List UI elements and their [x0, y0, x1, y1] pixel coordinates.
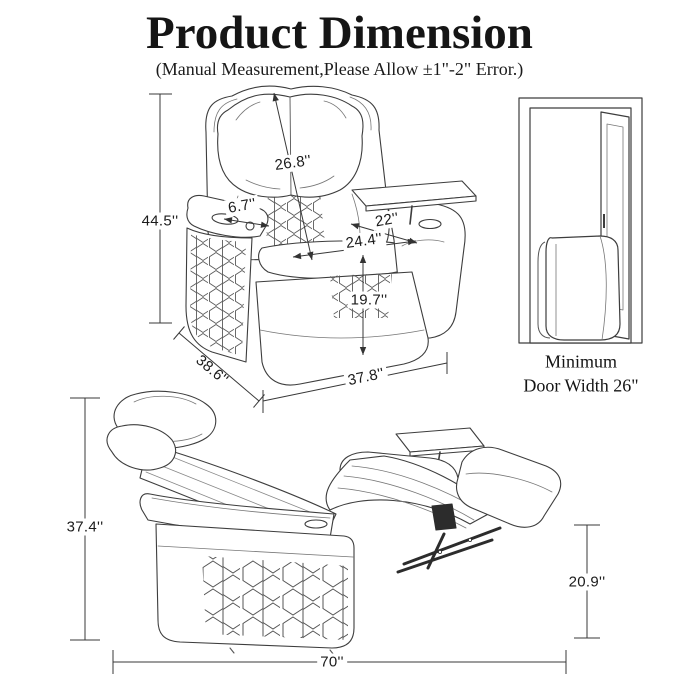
dim-back-height-arrow: [272, 92, 314, 261]
folded-chair: [545, 235, 621, 341]
dim-reclined-height-label: 37.4'': [63, 518, 107, 536]
upright-recliner-drawing: [185, 85, 477, 386]
dim-seat-front-height-label: 19.7'': [347, 291, 391, 309]
doorway-drawing: [518, 97, 643, 344]
page-subtitle: (Manual Measurement,Please Allow ±1"-2" …: [155, 59, 524, 79]
reclined-recliner-drawing: [106, 390, 562, 656]
dim-footrest-height-label: 20.9'': [565, 573, 609, 591]
door-caption-line2: Door Width 26": [523, 375, 639, 396]
dim-overall-height-line: [149, 93, 172, 324]
recline-mechanism: [396, 503, 502, 574]
right-cupholder: [418, 218, 442, 230]
door-caption-line1: Minimum: [544, 351, 618, 372]
dim-overall-length-label: 70'': [317, 653, 347, 671]
dim-armrest-width-arrow: [223, 217, 270, 228]
footrest-ottoman: [455, 446, 562, 528]
reclined-base-hex-quilt: [202, 556, 348, 640]
reclined-back-bolster: [106, 424, 177, 471]
page-title: Product Dimension: [146, 7, 533, 59]
dim-overall-height-label: 44.5'': [138, 212, 182, 230]
near-cupholder: [304, 519, 328, 529]
